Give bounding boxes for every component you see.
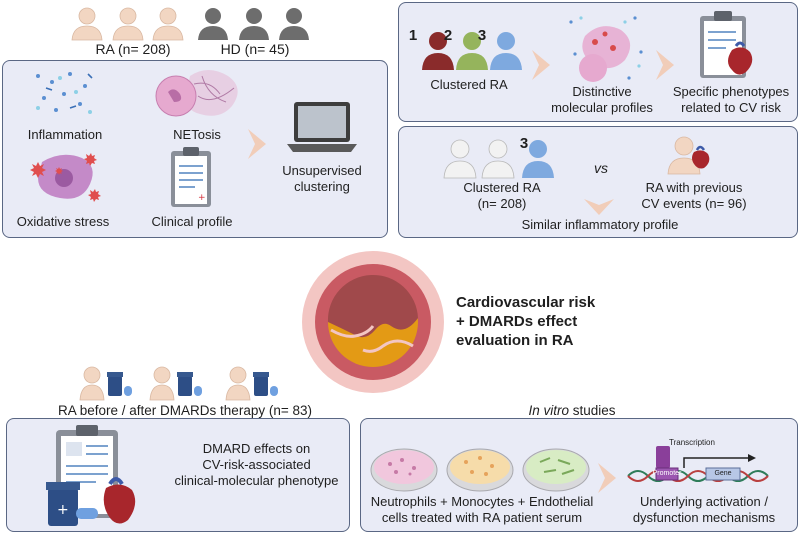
person-icon (279, 8, 309, 40)
person-icon (456, 32, 488, 70)
vs-label: vs (594, 160, 608, 176)
chevron-down-icon (584, 199, 614, 215)
clipboard-heart-icon (700, 11, 753, 78)
cluster-number-3: 3 (519, 135, 529, 152)
person-icon (225, 366, 278, 401)
oxidative-stress-label: Oxidative stress (16, 214, 110, 229)
chevron-right-icon (532, 50, 550, 80)
oxidative-stress-icon (30, 153, 101, 202)
person-icon (422, 32, 454, 70)
in-vitro-header-rest: studies (568, 403, 616, 418)
svg-text:+: + (198, 193, 206, 203)
clinical-profile-label: Clinical profile (151, 214, 233, 229)
ra-dmards-patients-icons (79, 366, 278, 401)
in-vitro-header-em: In vitro (528, 403, 569, 418)
person-icon (443, 139, 477, 179)
clipboard-medication-icon: + (46, 425, 136, 526)
petri-dish-icon (522, 448, 590, 492)
dmard-effects-label: DMARD effects on CV-risk-associated clin… (174, 441, 339, 488)
svg-text:+: + (57, 502, 69, 518)
gene-label: Gene (714, 470, 732, 477)
cluster-number-2: 2 (443, 27, 453, 44)
underlying-mechanisms-label: Underlying activation / dysfunction mech… (632, 494, 776, 525)
clipboard-icon: + (171, 147, 211, 207)
chevron-right-icon (598, 463, 616, 493)
ra-cv-patient-icon (667, 136, 710, 175)
clustered-ra-label: Clustered RA (430, 77, 508, 92)
petri-dishes-icon (370, 448, 590, 492)
person-icon (152, 7, 184, 41)
person-icon (112, 7, 144, 41)
hd-donors-icons (198, 8, 309, 40)
promoter-label: Promoter (652, 470, 682, 477)
person-icon (490, 32, 522, 70)
netosis-icon (155, 70, 238, 117)
unsupervised-clustering-label: Unsupervised clustering (282, 163, 362, 194)
ra-patients-icons (71, 7, 184, 41)
center-title: Cardiovascular risk + DMARDs effect eval… (456, 294, 596, 349)
specific-phenotypes-label: Specific phenotypes related to CV risk (672, 84, 790, 115)
person-icon (149, 366, 202, 401)
inflammation-icon (36, 72, 93, 114)
person-icon (481, 139, 515, 179)
ra-cohort-label: RA (n= 208) (95, 41, 171, 57)
hd-cohort-label: HD (n= 45) (220, 41, 290, 57)
ra-previous-cv-label: RA with previous CV events (n= 96) (641, 180, 747, 211)
cluster-people-icons (422, 32, 522, 70)
transcription-label: Transcription (669, 438, 715, 447)
netosis-label: NETosis (173, 127, 221, 142)
chevron-right-icon (248, 129, 266, 159)
molecular-profile-icon (569, 16, 643, 82)
dna-transcription-icon (627, 446, 769, 482)
cluster-number-1: 1 (408, 27, 418, 44)
person-icon (71, 7, 103, 41)
person-icon (239, 8, 269, 40)
petri-dish-icon (446, 448, 514, 492)
person-icon (79, 366, 132, 401)
in-vitro-header: In vitro studies (512, 403, 632, 419)
cells-treated-label: Neutrophils + Monocytes + Endothelial ce… (370, 494, 594, 525)
chevron-right-icon (656, 50, 674, 80)
petri-dish-icon (370, 448, 438, 492)
cluster-number-3: 3 (477, 27, 487, 44)
molecular-profiles-label: Distinctive molecular profiles (551, 84, 653, 115)
person-icon (522, 140, 554, 178)
artery-plaque-icon (302, 251, 444, 393)
inflammation-label: Inflammation (27, 127, 103, 142)
similar-profile-label: Similar inflammatory profile (521, 217, 679, 232)
person-icon (198, 8, 228, 40)
clustered-ra-count-label: Clustered RA (n= 208) (463, 180, 541, 211)
dmards-header: RA before / after DMARDs therapy (n= 83) (58, 403, 312, 418)
clustered-ra-people-icons (443, 139, 554, 179)
laptop-icon (287, 102, 357, 152)
